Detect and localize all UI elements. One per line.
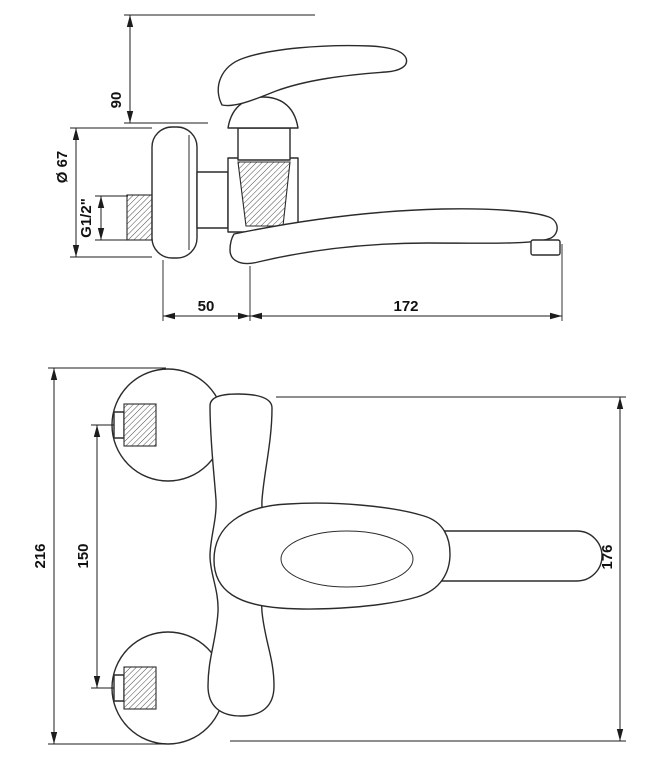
dimension-plate-diameter: Ø 67 — [54, 127, 152, 258]
dimension-handle-height: 90 — [108, 14, 315, 124]
cartridge-side — [237, 161, 291, 227]
faucet-front — [111, 368, 603, 745]
valve-neck-side — [237, 127, 291, 161]
dimension-label-connection-thread: G1/2" — [78, 198, 95, 238]
dimension-label-plate-diameter: Ø 67 — [54, 151, 71, 184]
body-connector-side — [196, 171, 229, 229]
connection-flange-bottom — [113, 674, 125, 702]
dimension-label-fixture-height: 176 — [599, 544, 616, 569]
connection-nut-top — [123, 403, 157, 447]
front-view: 216 150 176 — [32, 367, 626, 745]
dimension-connection-spacing: 150 — [75, 424, 114, 689]
dimension-label-handle-height: 90 — [108, 92, 125, 109]
wall-plate-side — [151, 126, 198, 259]
connection-flange-top — [113, 411, 125, 439]
dimension-spout-reach: 172 — [250, 244, 563, 321]
dimension-label-wall-to-spout: 50 — [198, 298, 215, 315]
thread-nipple-side — [126, 194, 153, 241]
dimension-fixture-height: 176 — [230, 396, 626, 742]
dimension-connection-thread: G1/2" — [78, 195, 128, 241]
dimension-wall-to-spout: 50 — [162, 260, 251, 321]
spout-aerator-side — [530, 239, 561, 256]
spout-side — [229, 208, 558, 265]
side-view: 90 Ø 67 G1/2" 50 172 — [54, 14, 563, 321]
faucet-side — [126, 44, 561, 265]
dimension-overall-height: 216 — [32, 367, 166, 745]
handle-cutout — [280, 530, 414, 588]
dimension-label-connection-spacing: 150 — [75, 543, 92, 568]
connection-nut-bottom — [123, 666, 157, 710]
dimension-label-spout-reach: 172 — [393, 298, 418, 315]
dimension-label-overall-height: 216 — [32, 543, 49, 568]
handle-dome-side — [227, 96, 299, 129]
handle-front — [213, 502, 451, 610]
handle-lever-side — [217, 44, 408, 107]
